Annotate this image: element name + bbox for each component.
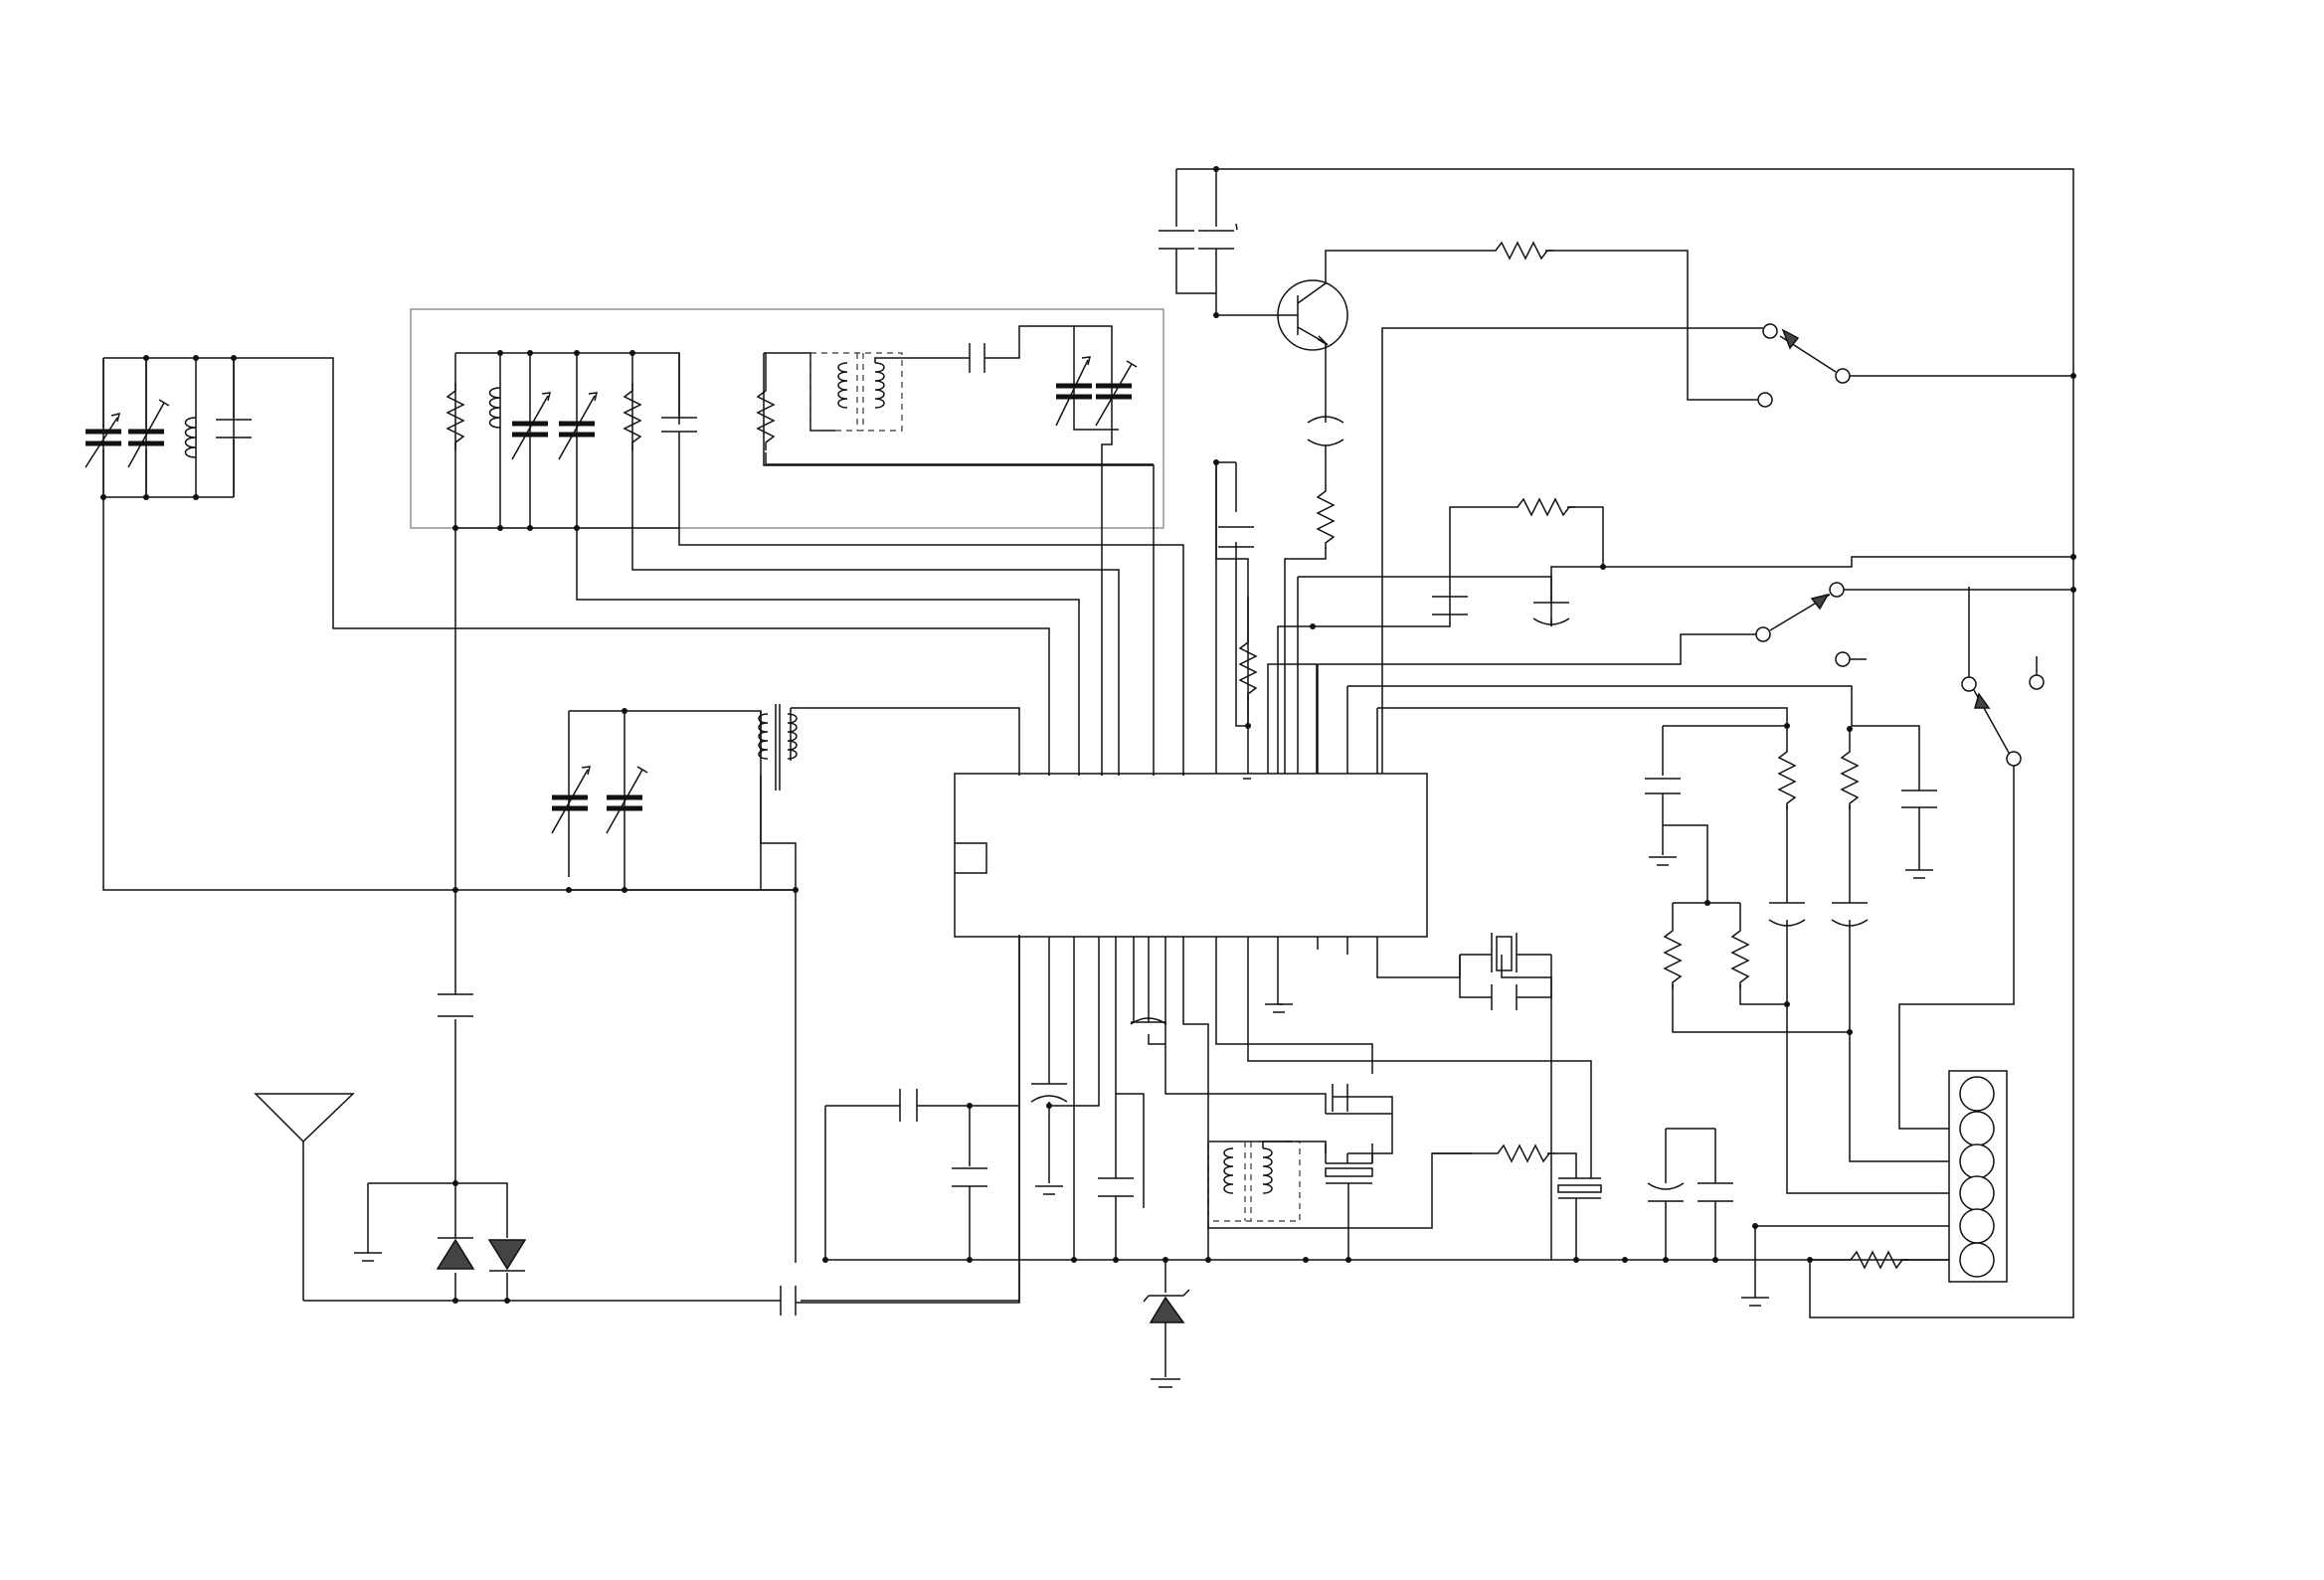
antenna-icon [256, 1094, 353, 1141]
zener-diode [1144, 1290, 1189, 1387]
crystal-symbol [1460, 933, 1551, 1010]
mid-right-network [1278, 499, 2073, 741]
ic-top-pins [1049, 462, 1377, 776]
inductor-left [186, 418, 197, 457]
switch-3 [1899, 587, 2044, 1129]
ceramic-filter-1 [1326, 1143, 1372, 1260]
variable-capacitor-box-2 [559, 393, 597, 459]
variable-capacitor-rf-1 [552, 767, 590, 833]
integrated-circuit [955, 774, 1427, 937]
antenna-circuit [303, 890, 1019, 1316]
right-rc-network [1347, 686, 1949, 1193]
variable-capacitor-box-1 [512, 393, 550, 459]
ground-rail [825, 1260, 1949, 1293]
variable-capacitor-left-2 [128, 400, 169, 467]
variable-capacitor-rf-2 [607, 767, 647, 833]
inductor-box [490, 388, 501, 428]
bottom-if-transformer [1208, 1084, 1472, 1228]
ground-symbol-ic [1265, 1004, 1293, 1012]
transistor-emitter-branch [1268, 408, 1343, 774]
bottom-right-rail [1432, 1145, 1601, 1260]
resistor-top [1482, 243, 1762, 400]
switch-1 [1382, 324, 2073, 774]
supply-capacitors [1159, 224, 1237, 249]
left-feed [1216, 462, 1248, 726]
diode-down [489, 1240, 525, 1271]
bottom-right-caps [1648, 1129, 1949, 1306]
six-pin-connector [1949, 1071, 2007, 1282]
diode-up [438, 1238, 473, 1269]
switch-2 [1756, 583, 2073, 666]
dual-variable-capacitor-box [1056, 326, 1137, 430]
ic-bottom-pins [1019, 937, 1591, 1303]
ground-symbol-antenna [354, 1253, 382, 1261]
capacitor-feed [1216, 462, 1254, 547]
npn-transistor [1216, 251, 1482, 408]
tuning-frame [411, 309, 1163, 528]
capacitor-box [661, 353, 697, 443]
